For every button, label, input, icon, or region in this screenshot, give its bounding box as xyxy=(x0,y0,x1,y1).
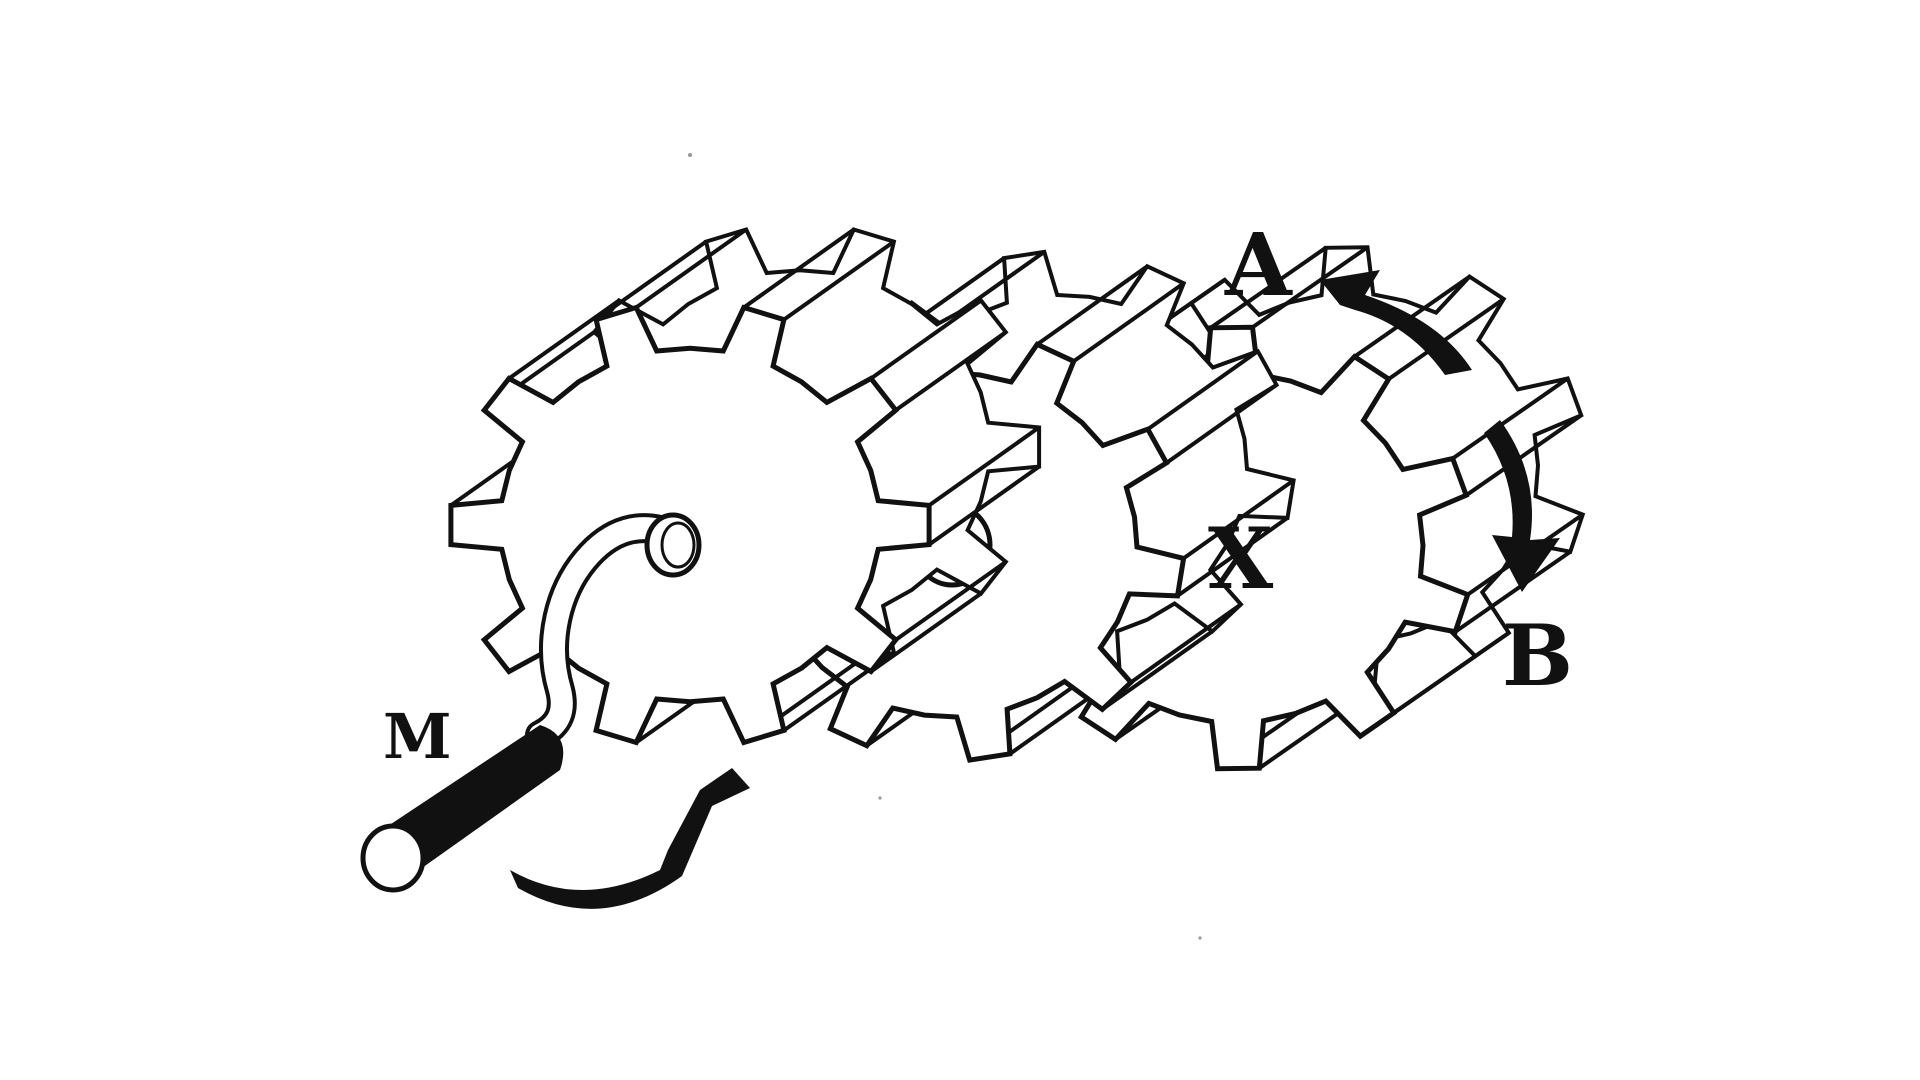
crank-grip-end xyxy=(360,823,426,893)
gear-1-tooth-edge xyxy=(927,425,1041,508)
crank-rotation-arrow xyxy=(510,768,750,909)
gear-2-tooth-edge xyxy=(1036,264,1149,346)
crank-handle xyxy=(360,512,702,893)
gear-1-tooth-edge xyxy=(894,330,1007,412)
scan-specks xyxy=(688,153,1202,940)
crank-grip xyxy=(382,725,564,880)
gear-2-tooth-edge xyxy=(1182,478,1295,561)
gear-3-tooth-edge xyxy=(1454,550,1572,634)
gear-1-tooth-edge xyxy=(869,591,983,674)
gear-3-tooth-edge xyxy=(1465,413,1583,497)
gear-1-tooth-edge xyxy=(782,239,896,322)
gear-3-tooth-edge xyxy=(1251,245,1369,329)
handle-label: M xyxy=(383,700,452,773)
gear-2-tooth-edge xyxy=(1101,629,1214,712)
gear-1-tooth-edge xyxy=(869,298,983,381)
gear-1-tooth-edge xyxy=(507,298,621,381)
gear-1-tooth-edge xyxy=(635,227,748,310)
gear-3-tooth-edge xyxy=(1451,376,1569,461)
arrow-b-shape xyxy=(1484,420,1560,592)
gear-1-tooth-edge xyxy=(927,464,1041,547)
gear-2-tooth-edge xyxy=(1129,602,1243,685)
rotation-arrows xyxy=(510,270,1560,909)
gears xyxy=(448,227,1586,772)
gear-1-tooth-edge xyxy=(594,239,708,322)
gear-1-tooth-edge xyxy=(894,560,1007,642)
direction-b-label: B xyxy=(1502,606,1573,705)
gear-1-tooth-edge xyxy=(742,227,855,310)
arrow-a-shape xyxy=(1320,270,1472,375)
crank-hub xyxy=(644,512,702,578)
gear-2-tooth-edge xyxy=(1176,516,1289,598)
direction-a-label: A xyxy=(1224,215,1293,316)
gear-3-tooth-edge xyxy=(1209,246,1327,330)
gear-3-tooth-edge xyxy=(1387,297,1505,381)
gear-2-tooth-edge xyxy=(1072,281,1185,363)
gear-2-tooth-edge xyxy=(1165,383,1278,465)
gear-2-tooth-edge xyxy=(1146,349,1259,431)
gear-x-label: X xyxy=(1208,509,1274,608)
